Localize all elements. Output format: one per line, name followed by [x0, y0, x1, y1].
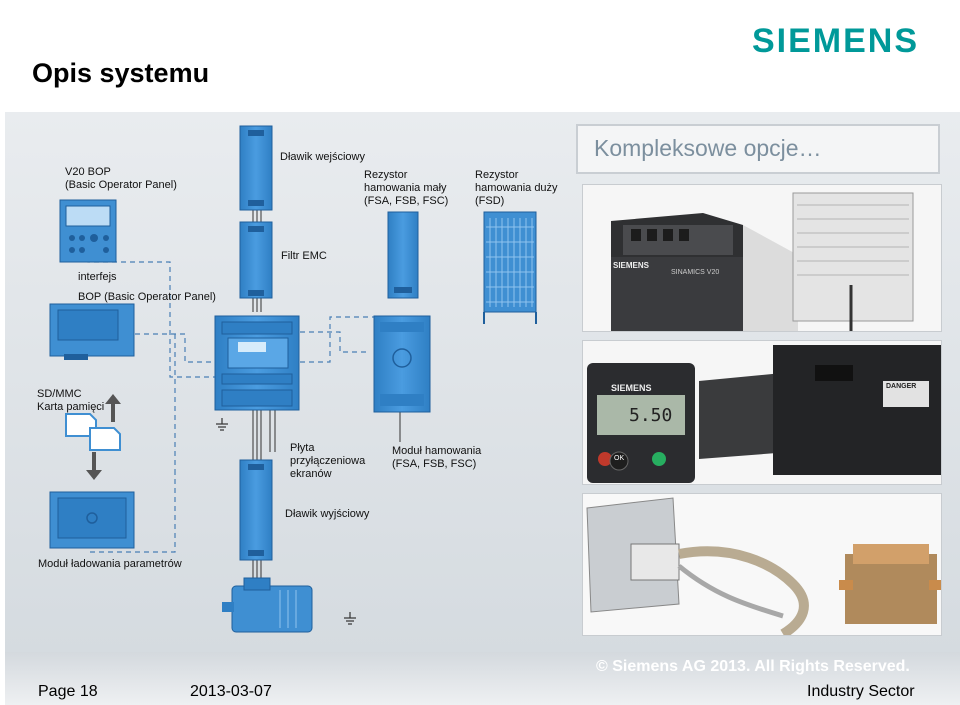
bop-interface-label: BOP (Basic Operator Panel): [78, 291, 216, 303]
brake-module-label-1: Moduł hamowania: [392, 445, 482, 457]
drive-brand: SIEMENS: [613, 261, 650, 270]
bop-photo: SIEMENS 5.50 OK DANGER: [582, 340, 942, 485]
shield-plate-label-3: ekranów: [290, 468, 332, 480]
small-resistor-label-2: hamowania mały: [364, 182, 447, 194]
output-choke: [239, 459, 273, 561]
v20-bop-sublabel: (Basic Operator Panel): [65, 179, 177, 191]
emc-filter-label: Filtr EMC: [281, 250, 327, 262]
large-brake-resistor: [483, 211, 537, 324]
sd-card-label-1: SD/MMC: [37, 388, 82, 400]
sd-cards: [65, 413, 121, 451]
shield-plate-label-1: Płyta: [290, 442, 315, 454]
system-diagram: [49, 125, 537, 633]
bop-interface-module: [49, 303, 135, 360]
bop-photo-art: [587, 345, 941, 483]
drive-photo-art: [611, 192, 914, 331]
accessories-photo-art: [586, 497, 941, 635]
brake-module-device: [373, 315, 431, 413]
input-choke-label: Dławik wejściowy: [280, 151, 365, 163]
emc-filter: [239, 221, 273, 299]
options-heading: Kompleksowe opcje…: [576, 124, 940, 174]
sd-card-label-2: Karta pamięci: [37, 401, 105, 413]
ground-symbols: [216, 418, 356, 625]
power-wires: [252, 210, 401, 582]
large-resistor-label-1: Rezystor: [475, 169, 519, 181]
parameter-loader-label: Moduł ładowania parametrów: [38, 558, 182, 570]
bop-display-value: 5.50: [629, 405, 673, 426]
v20-bop-device: [59, 199, 117, 263]
page-title: Opis systemu: [32, 58, 210, 88]
accessories-photo: [582, 493, 942, 636]
output-choke-label: Dławik wyjściowy: [285, 508, 370, 520]
danger-label: DANGER: [886, 383, 917, 390]
copyright-text: © Siemens AG 2013. All Rights Reserved.: [596, 658, 910, 675]
transfer-arrows: [86, 394, 121, 480]
input-choke: [239, 125, 273, 211]
footer-band: [5, 652, 960, 705]
brake-module-label-2: (FSA, FSB, FSC): [392, 458, 477, 470]
footer-sector: Industry Sector: [807, 683, 915, 700]
large-resistor-label-2: hamowania duży: [475, 182, 558, 194]
siemens-logo: SIEMENS: [752, 22, 920, 60]
drive-photo: SIEMENS SINAMICS V20: [582, 184, 942, 332]
footer-date: 2013-03-07: [190, 683, 272, 700]
drive-model: SINAMICS V20: [671, 269, 720, 276]
bop-ok-button-label: OK: [614, 455, 625, 462]
shield-plate-label-2: przyłączeniowa: [290, 455, 366, 467]
motor-device: [222, 577, 313, 633]
page-number: Page 18: [38, 683, 98, 700]
inverter-device: [214, 315, 300, 411]
small-resistor-label-1: Rezystor: [364, 169, 408, 181]
interface-label: interfejs: [78, 271, 117, 283]
small-resistor-label-3: (FSA, FSB, FSC): [364, 195, 449, 207]
parameter-loader-device: [49, 491, 135, 549]
small-brake-resistor: [387, 211, 419, 299]
v20-bop-label: V20 BOP: [65, 166, 111, 178]
bop-brand: SIEMENS: [611, 383, 652, 393]
large-resistor-label-3: (FSD): [475, 195, 505, 207]
